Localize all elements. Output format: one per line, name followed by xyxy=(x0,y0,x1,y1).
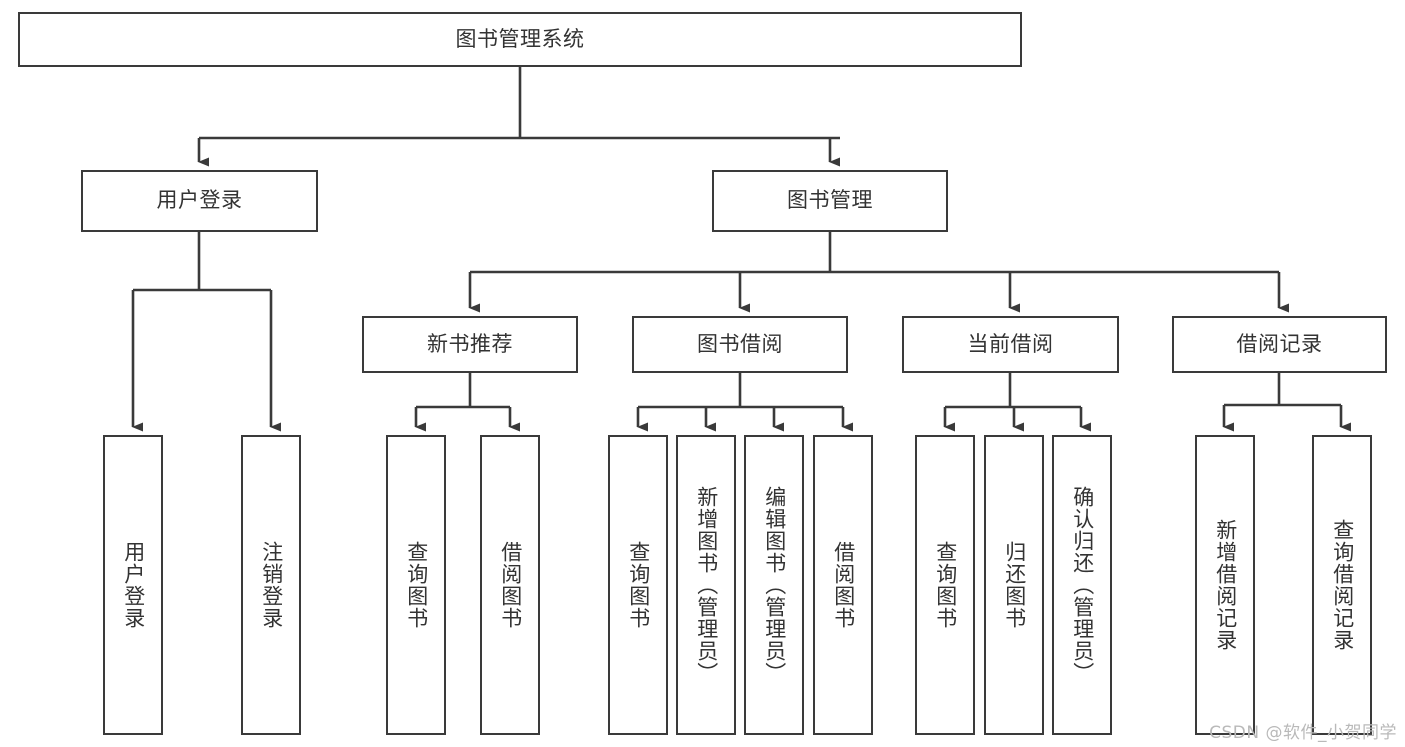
leaf-current-borrow-query-book-label: 查询图书 xyxy=(933,541,958,629)
leaf-borrow-record-add-record-inner: 新增借阅记录 xyxy=(1197,437,1253,733)
leaf-user-login-login-label: 用户登录 xyxy=(121,541,146,629)
leaf-new-book-borrow-book[interactable]: 借阅图书 xyxy=(480,435,540,735)
node-borrow-record-label: 借阅记录 xyxy=(1236,331,1323,356)
leaf-book-borrow-borrow-book-inner: 借阅图书 xyxy=(815,437,871,733)
leaf-current-borrow-confirm-return[interactable]: 确认归还（管理员） xyxy=(1052,435,1112,735)
node-new-book-recommend-label: 新书推荐 xyxy=(427,331,513,356)
node-current-borrow[interactable]: 当前借阅 xyxy=(902,316,1119,373)
leaf-current-borrow-return-book-inner: 归还图书 xyxy=(986,437,1042,733)
node-new-book-recommend[interactable]: 新书推荐 xyxy=(362,316,578,373)
csdn-watermark: CSDN @软件_小贺同学 xyxy=(1209,723,1397,743)
leaf-current-borrow-confirm-return-label: 确认归还（管理员） xyxy=(1070,486,1095,684)
leaf-user-login-login[interactable]: 用户登录 xyxy=(103,435,163,735)
leaf-borrow-record-add-record[interactable]: 新增借阅记录 xyxy=(1195,435,1255,735)
leaf-current-borrow-return-book-label: 归还图书 xyxy=(1002,541,1027,629)
leaf-book-borrow-borrow-book[interactable]: 借阅图书 xyxy=(813,435,873,735)
node-user-login[interactable]: 用户登录 xyxy=(81,170,318,232)
leaf-book-borrow-add-book-inner: 新增图书（管理员） xyxy=(678,437,734,733)
node-borrow-record[interactable]: 借阅记录 xyxy=(1172,316,1387,373)
node-book-borrow[interactable]: 图书借阅 xyxy=(632,316,848,373)
leaf-user-login-logout-inner: 注销登录 xyxy=(243,437,299,733)
node-book-management[interactable]: 图书管理 xyxy=(712,170,948,232)
leaf-new-book-borrow-book-inner: 借阅图书 xyxy=(482,437,538,733)
node-book-management-label: 图书管理 xyxy=(787,188,873,213)
node-root-label: 图书管理系统 xyxy=(455,26,585,51)
leaf-book-borrow-edit-book-label: 编辑图书（管理员） xyxy=(762,486,787,684)
leaf-current-borrow-confirm-return-inner: 确认归还（管理员） xyxy=(1054,437,1110,733)
leaf-user-login-login-inner: 用户登录 xyxy=(105,437,161,733)
leaf-current-borrow-query-book-inner: 查询图书 xyxy=(917,437,973,733)
leaf-book-borrow-query-book-label: 查询图书 xyxy=(626,541,651,629)
leaf-book-borrow-query-book[interactable]: 查询图书 xyxy=(608,435,668,735)
leaf-borrow-record-query-record-inner: 查询借阅记录 xyxy=(1314,437,1370,733)
leaf-book-borrow-add-book-label: 新增图书（管理员） xyxy=(694,486,719,684)
leaf-new-book-borrow-book-label: 借阅图书 xyxy=(498,541,523,629)
leaf-user-login-logout[interactable]: 注销登录 xyxy=(241,435,301,735)
leaf-book-borrow-query-book-inner: 查询图书 xyxy=(610,437,666,733)
leaf-user-login-logout-label: 注销登录 xyxy=(259,541,284,629)
node-book-borrow-label: 图书借阅 xyxy=(697,331,783,356)
leaf-current-borrow-return-book[interactable]: 归还图书 xyxy=(984,435,1044,735)
leaf-current-borrow-query-book[interactable]: 查询图书 xyxy=(915,435,975,735)
leaf-new-book-query-book-label: 查询图书 xyxy=(404,541,429,629)
leaf-borrow-record-query-record-label: 查询借阅记录 xyxy=(1330,519,1355,651)
leaf-book-borrow-edit-book[interactable]: 编辑图书（管理员） xyxy=(744,435,804,735)
leaf-book-borrow-edit-book-inner: 编辑图书（管理员） xyxy=(746,437,802,733)
node-root-book-management-system[interactable]: 图书管理系统 xyxy=(18,12,1022,67)
leaf-book-borrow-add-book[interactable]: 新增图书（管理员） xyxy=(676,435,736,735)
leaf-new-book-query-book-inner: 查询图书 xyxy=(388,437,444,733)
leaf-borrow-record-query-record[interactable]: 查询借阅记录 xyxy=(1312,435,1372,735)
leaf-new-book-query-book[interactable]: 查询图书 xyxy=(386,435,446,735)
leaf-borrow-record-add-record-label: 新增借阅记录 xyxy=(1213,519,1238,651)
node-user-login-label: 用户登录 xyxy=(156,188,243,213)
leaf-book-borrow-borrow-book-label: 借阅图书 xyxy=(831,541,856,629)
node-current-borrow-label: 当前借阅 xyxy=(967,331,1054,356)
